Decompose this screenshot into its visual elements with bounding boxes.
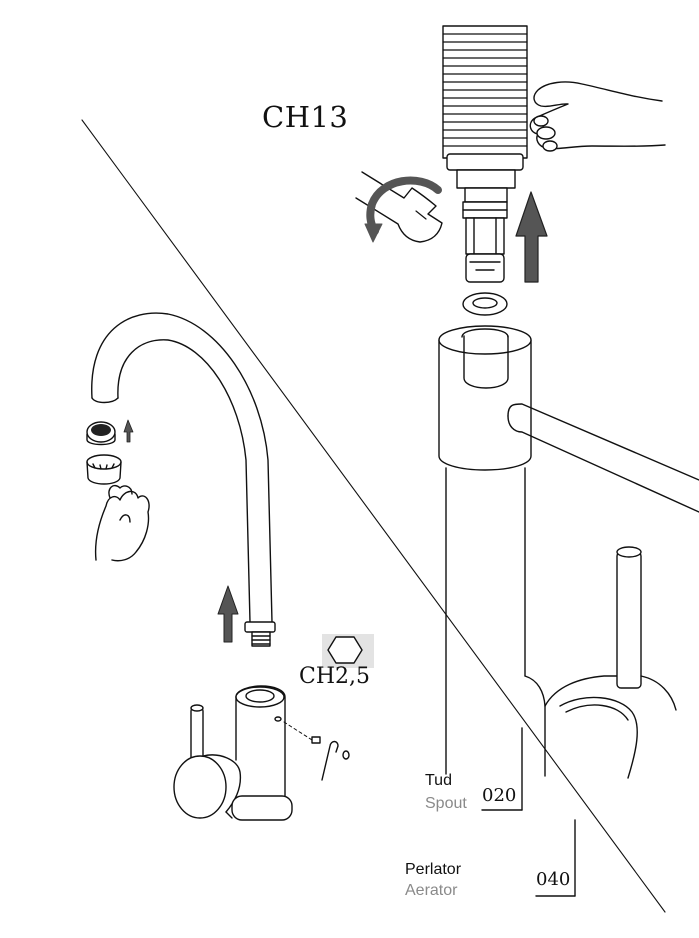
up-arrow-icon xyxy=(515,191,548,283)
washer xyxy=(462,292,508,316)
faucet-body xyxy=(173,685,293,821)
part-name-aerator: Perlator xyxy=(405,861,462,878)
up-arrow-icon xyxy=(217,585,239,643)
wrench-size-small-label: CH2,5 xyxy=(299,664,371,689)
part-name-spout: Tud xyxy=(425,772,452,789)
small-up-arrow-icon xyxy=(123,419,134,443)
part-translation-aerator: Aerator xyxy=(405,882,458,899)
hand-icon xyxy=(94,484,150,562)
aerator-housing xyxy=(86,454,122,485)
rotation-arrow-icon xyxy=(364,176,442,243)
part-translation-spout: Spout xyxy=(425,795,467,812)
hand-icon xyxy=(529,81,666,152)
pull-out-hose xyxy=(442,25,528,203)
wrench-size-large-label: CH13 xyxy=(262,100,349,134)
hexagon-icon xyxy=(322,634,374,668)
faucet-body-closeup xyxy=(438,325,699,779)
divider-line xyxy=(81,119,666,913)
spout xyxy=(91,312,276,647)
part-number-aerator: 040 xyxy=(536,869,571,890)
hex-key-icon xyxy=(283,721,350,781)
aerator-icon xyxy=(86,421,116,446)
part-number-spout: 020 xyxy=(482,785,517,806)
hose-connector xyxy=(462,201,508,283)
